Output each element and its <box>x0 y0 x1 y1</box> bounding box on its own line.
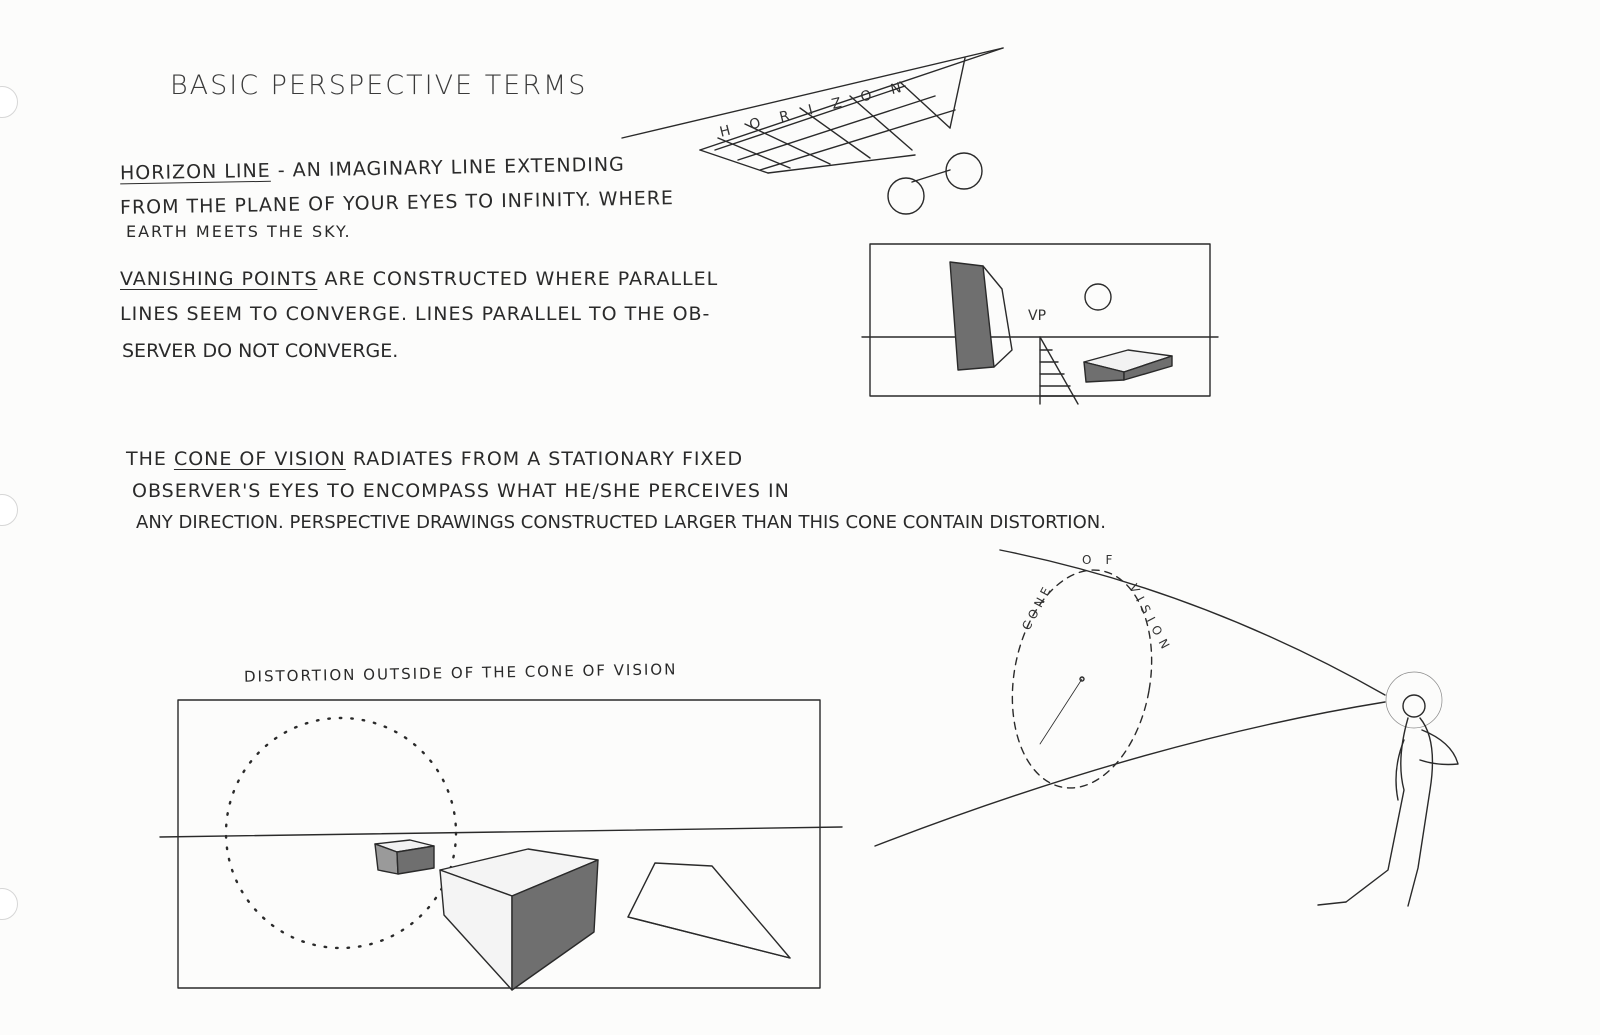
term-vanishing-points: VANISHING POINTS <box>120 268 318 290</box>
cone-label-of: OF <box>1082 553 1127 567</box>
term-cone-of-vision: CONE OF VISION <box>173 448 346 470</box>
cone-line-1: THE CONE OF VISION RADIATES FROM A STATI… <box>126 448 743 470</box>
horizon-grid-sketch <box>621 47 1004 215</box>
vanishing-line-3: SERVER DO NOT CONVERGE. <box>122 340 399 362</box>
vanishing-point-sketch <box>861 243 1219 405</box>
horizon-line-3: EARTH MEETS THE SKY. <box>126 222 352 241</box>
vanishing-line-2: LINES SEEM TO CONVERGE. LINES PARALLEL T… <box>120 303 711 325</box>
vanishing-line-1: VANISHING POINTS ARE CONSTRUCTED WHERE P… <box>120 268 718 290</box>
vp-label: VP <box>1028 308 1047 324</box>
cone-text-1: RADIATES FROM A STATIONARY FIXED <box>345 448 744 470</box>
page-title: BASIC PERSPECTIVE TERMS <box>170 70 588 101</box>
cone-line-3: ANY DIRECTION. PERSPECTIVE DRAWINGS CONS… <box>136 512 1106 533</box>
cone-line-2: OBSERVER'S EYES TO ENCOMPASS WHAT HE/SHE… <box>132 480 790 502</box>
cone-of-vision-sketch <box>874 549 1459 907</box>
vanishing-text-1: ARE CONSTRUCTED WHERE PARALLEL <box>317 268 719 290</box>
distortion-sketch <box>159 699 843 991</box>
cone-prefix: THE <box>126 448 174 470</box>
